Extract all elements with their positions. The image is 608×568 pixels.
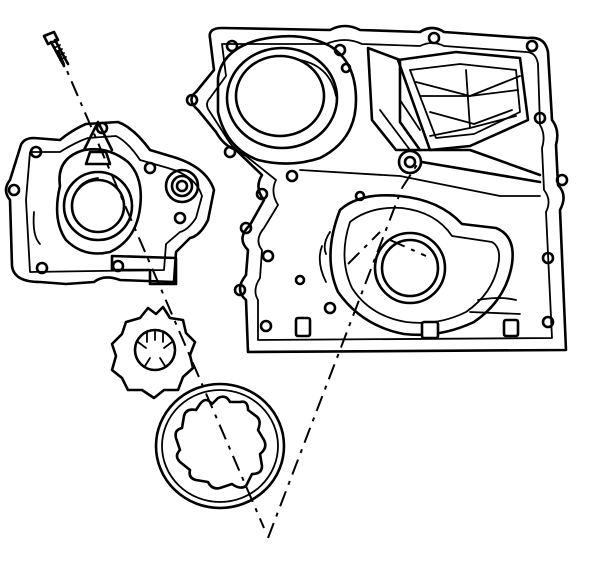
outer-gear-rotor-icon	[154, 382, 286, 510]
cover-bolt-holes	[185, 31, 569, 333]
alignment-lines	[57, 49, 427, 539]
oil-pump-cover	[4, 120, 216, 286]
cover-ribs	[299, 46, 542, 197]
engine-front-cover	[185, 24, 569, 354]
inner-gear-rotor-icon	[110, 305, 197, 400]
cover-seal-bore	[318, 194, 521, 337]
cover-boss	[397, 149, 423, 175]
bolt-icon	[42, 30, 70, 68]
